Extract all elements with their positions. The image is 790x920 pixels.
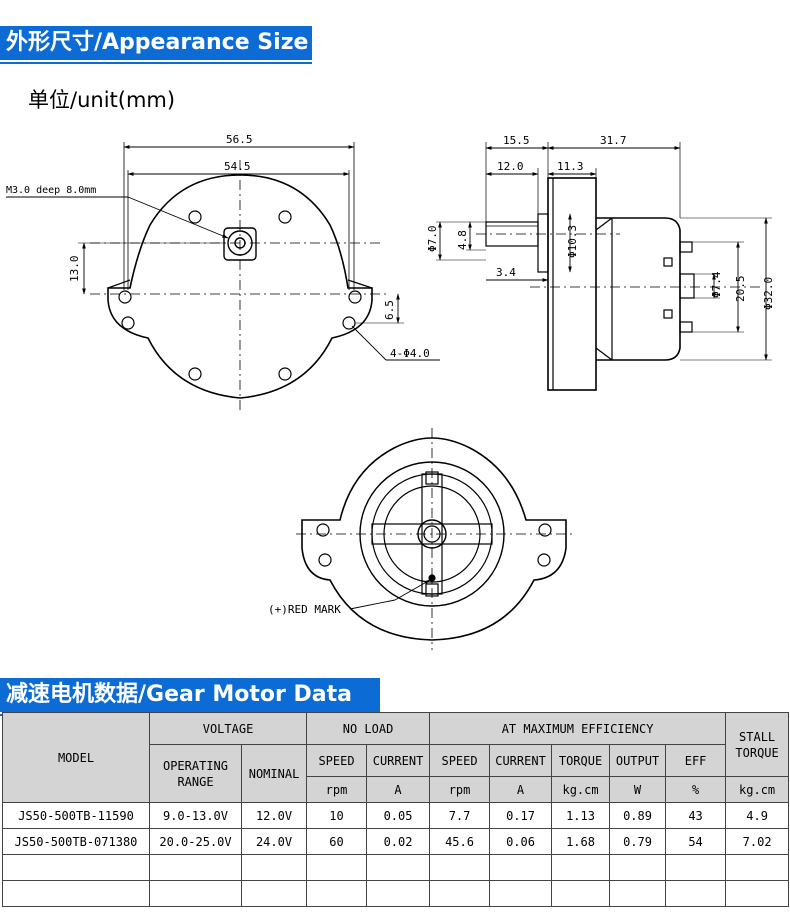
table-header-row: MODEL VOLTAGE NO LOAD AT MAXIMUM EFFICIE… xyxy=(2,712,790,803)
cell-me-output: 0.79 xyxy=(609,828,667,855)
front-view xyxy=(6,142,440,412)
col-voltage: VOLTAGE xyxy=(148,712,308,745)
table-empty-row xyxy=(2,880,790,907)
col-nl-current: CURRENT xyxy=(366,744,431,777)
unit-nl-speed: rpm xyxy=(306,776,368,803)
cell-nl-speed: 10 xyxy=(306,802,368,829)
cell-me-current: 0.06 xyxy=(489,828,553,855)
cell-stall: 4.9 xyxy=(725,802,790,829)
cell-me-speed: 45.6 xyxy=(429,828,491,855)
dim-13-0: 13.0 xyxy=(68,256,81,283)
side-view-labels: 15.5 31.7 12.0 11.3 Φ7.0 4.8 Φ10.3 3.4 Φ… xyxy=(426,134,775,310)
dim-56-5: 56.5 xyxy=(226,133,253,146)
col-no-load: NO LOAD xyxy=(306,712,431,745)
table-empty-row xyxy=(2,854,790,881)
unit-me-output: W xyxy=(609,776,667,803)
dim-screw: M3.0 deep 8.0mm xyxy=(6,185,96,196)
gear-motor-data-header: 减速电机数据/Gear Motor Data xyxy=(0,678,380,716)
cell-range: 9.0-13.0V xyxy=(149,802,242,829)
col-me-torque: TORQUE xyxy=(551,744,611,777)
dim-bearing-dia: Φ7.4 xyxy=(710,271,723,298)
col-max-efficiency: AT MAXIMUM EFFICIENCY xyxy=(429,712,727,745)
red-mark-label: (+)RED MARK xyxy=(268,603,341,616)
dim-motor-dia: Φ32.0 xyxy=(762,277,775,310)
cell-nominal: 12.0V xyxy=(240,802,308,829)
unit-stall: kg.cm xyxy=(725,776,790,803)
col-nominal: NOMINAL xyxy=(240,744,308,803)
dim-11-3: 11.3 xyxy=(557,160,584,173)
cell-nl-current: 0.05 xyxy=(366,802,431,829)
unit-me-eff: % xyxy=(665,776,727,803)
dim-15-5: 15.5 xyxy=(503,134,530,147)
technical-drawing: 56.5 54.5 M3.0 deep 8.0mm 13.0 6.5 4-Φ4.… xyxy=(6,133,775,650)
dim-12-0: 12.0 xyxy=(497,160,524,173)
front-view-labels: 56.5 54.5 M3.0 deep 8.0mm 13.0 6.5 4-Φ4.… xyxy=(6,133,430,360)
col-me-current: CURRENT xyxy=(489,744,553,777)
table-row: JS50-500TB-071380 20.0-25.0V 24.0V 60 0.… xyxy=(2,828,790,855)
cell-me-speed: 7.7 xyxy=(429,802,491,829)
cell-range: 20.0-25.0V xyxy=(149,828,242,855)
cell-me-torque: 1.13 xyxy=(551,802,611,829)
dim-boss-dia: Φ10.3 xyxy=(566,225,579,258)
col-stall-torque: STALL TORQUE xyxy=(725,712,790,777)
cell-stall: 7.02 xyxy=(725,828,790,855)
dim-31-7: 31.7 xyxy=(600,134,627,147)
unit-nl-current: A xyxy=(366,776,431,803)
appearance-size-title: 外形尺寸/Appearance Size xyxy=(6,30,309,55)
unit-me-current: A xyxy=(489,776,553,803)
cell-me-torque: 1.68 xyxy=(551,828,611,855)
dim-54-5: 54.5 xyxy=(224,160,251,173)
unit-me-torque: kg.cm xyxy=(551,776,611,803)
back-view xyxy=(296,428,572,650)
cell-nominal: 24.0V xyxy=(240,828,308,855)
dim-shaft-dia: Φ7.0 xyxy=(426,226,439,253)
cell-nl-current: 0.02 xyxy=(366,828,431,855)
side-view xyxy=(436,142,772,391)
dim-3-4: 3.4 xyxy=(496,266,516,279)
dim-holes: 4-Φ4.0 xyxy=(390,347,430,360)
dim-20-5: 20.5 xyxy=(734,276,747,303)
col-me-eff: EFF xyxy=(665,744,727,777)
back-view-labels: (+)RED MARK xyxy=(268,603,341,616)
col-operating-range: OPERATING RANGE xyxy=(149,744,242,803)
col-nl-speed: SPEED xyxy=(306,744,368,777)
col-model: MODEL xyxy=(2,712,150,803)
cell-model: JS50-500TB-071380 xyxy=(2,828,150,855)
gear-motor-data-table: MODEL VOLTAGE NO LOAD AT MAXIMUM EFFICIE… xyxy=(2,712,790,907)
cell-me-current: 0.17 xyxy=(489,802,553,829)
dim-6-5: 6.5 xyxy=(383,300,396,320)
col-me-output: OUTPUT xyxy=(609,744,667,777)
col-me-speed: SPEED xyxy=(429,744,491,777)
cell-nl-speed: 60 xyxy=(306,828,368,855)
gear-motor-data-title: 减速电机数据/Gear Motor Data xyxy=(6,682,352,707)
dim-4-8: 4.8 xyxy=(456,230,469,250)
cell-me-eff: 54 xyxy=(665,828,727,855)
appearance-size-header: 外形尺寸/Appearance Size xyxy=(0,26,312,64)
unit-label: 单位/unit(mm) xyxy=(28,88,176,112)
table-subheader-row: OPERATING RANGE NOMINAL SPEED CURRENT SP… xyxy=(3,744,789,803)
cell-model: JS50-500TB-11590 xyxy=(2,802,150,829)
cell-me-eff: 43 xyxy=(665,802,727,829)
unit-me-speed: rpm xyxy=(429,776,491,803)
table-row: JS50-500TB-11590 9.0-13.0V 12.0V 10 0.05… xyxy=(2,802,790,829)
cell-me-output: 0.89 xyxy=(609,802,667,829)
